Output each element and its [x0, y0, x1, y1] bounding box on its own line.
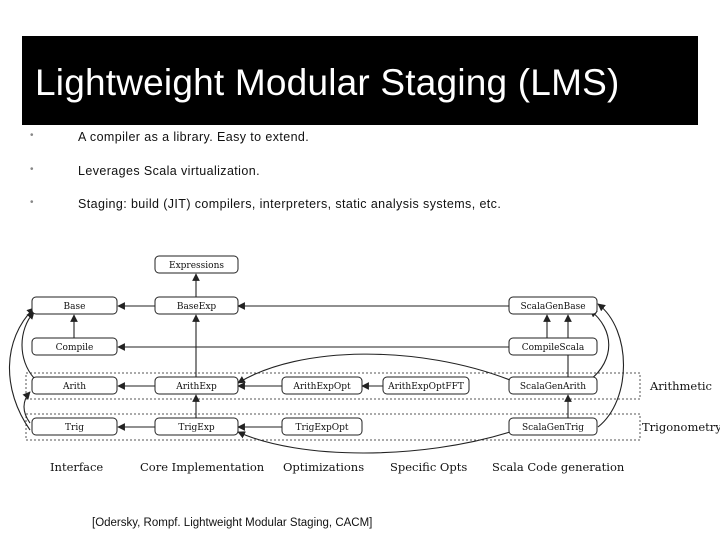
node-scala-gen-arith-label: ScalaGenArith	[520, 382, 586, 392]
bullet-text: Staging: build (JIT) compilers, interpre…	[78, 197, 502, 211]
node-compile-scala: CompileScala	[508, 337, 598, 356]
column-label-codegen: Scala Code generation	[492, 460, 625, 474]
edge-trig-arith	[22, 391, 31, 424]
bullet-marker: •	[30, 164, 34, 175]
column-label-specific: Specific Opts	[390, 460, 467, 474]
edge-scalagentrig-scalagenbase-right	[597, 303, 624, 428]
node-arith-exp-opt-fft-label: ArithExpOptFFT	[387, 382, 464, 392]
node-compile: Compile	[31, 337, 118, 356]
column-label-core: Core Implementation	[140, 460, 265, 474]
row-label-arithmetic: Arithmetic	[649, 379, 712, 393]
lms-architecture-diagram: Expressions Base BaseExp ScalaGenBase Co…	[8, 255, 720, 474]
node-expressions: Expressions	[154, 255, 239, 274]
edge-scalagenarith-arithexp-over	[237, 353, 511, 384]
node-arith-exp-opt: ArithExpOpt	[281, 376, 363, 395]
node-trig-label: Trig	[65, 423, 84, 433]
node-arith: Arith	[31, 376, 118, 395]
node-expressions-label: Expressions	[169, 261, 224, 271]
edge-arith-base	[21, 311, 35, 379]
citation: [Odersky, Rompf. Lightweight Modular Sta…	[92, 517, 373, 529]
node-scala-gen-trig-label: ScalaGenTrig	[522, 423, 584, 433]
bullet-marker: •	[30, 130, 34, 141]
edge-trig-base-left	[8, 307, 35, 431]
node-arith-exp-label: ArithExp	[175, 382, 217, 392]
node-trig-exp-opt: TrigExpOpt	[281, 417, 363, 436]
bullet-text: A compiler as a library. Easy to extend.	[78, 130, 310, 144]
slide-title: Lightweight Modular Staging (LMS)	[35, 62, 620, 103]
node-scala-gen-base: ScalaGenBase	[508, 296, 598, 315]
column-label-interface: Interface	[50, 460, 103, 474]
node-trig-exp-opt-label: TrigExpOpt	[295, 423, 348, 433]
node-arith-label: Arith	[62, 382, 86, 392]
node-base-exp-label: BaseExp	[177, 302, 217, 312]
node-base-exp: BaseExp	[154, 296, 239, 315]
node-arith-exp-opt-label: ArithExpOpt	[292, 382, 351, 392]
node-compile-label: Compile	[56, 343, 94, 353]
node-arith-exp-opt-fft: ArithExpOptFFT	[382, 376, 470, 395]
node-scala-gen-base-label: ScalaGenBase	[520, 302, 585, 312]
edge-scalagentrig-trigexp-under	[237, 431, 511, 454]
node-base: Base	[31, 296, 118, 315]
row-label-trigonometry: Trigonometry	[642, 420, 720, 434]
edge-scalagenarith-scalagenbase-right	[589, 309, 610, 381]
node-compile-scala-label: CompileScala	[522, 343, 585, 353]
node-base-label: Base	[64, 302, 86, 312]
node-scala-gen-arith: ScalaGenArith	[508, 376, 598, 395]
bullet-marker: •	[30, 197, 34, 208]
node-arith-exp: ArithExp	[154, 376, 239, 395]
column-label-optimizations: Optimizations	[283, 460, 364, 474]
title-bar: Lightweight Modular Staging (LMS)	[22, 36, 698, 125]
node-trig-exp-label: TrigExp	[178, 423, 215, 433]
node-trig-exp: TrigExp	[154, 417, 239, 436]
node-scala-gen-trig: ScalaGenTrig	[508, 417, 598, 436]
node-trig: Trig	[31, 417, 118, 436]
bullet-text: Leverages Scala virtualization.	[78, 164, 260, 178]
